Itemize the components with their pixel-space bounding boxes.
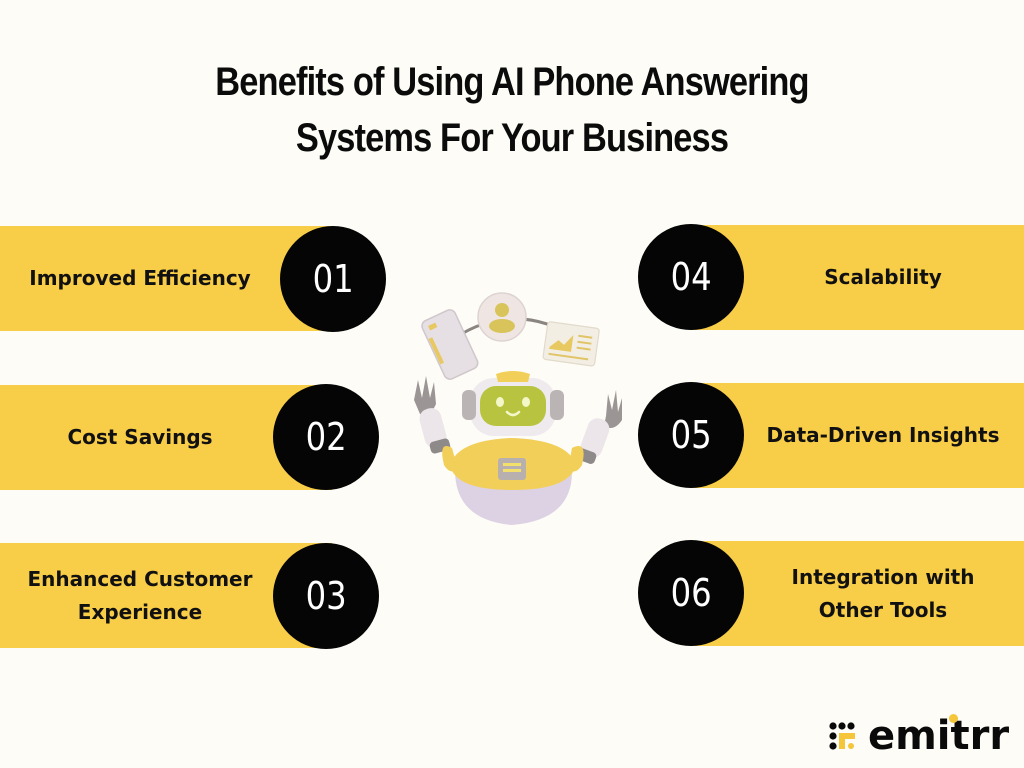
logo-i-dot-icon xyxy=(949,714,958,723)
benefit-label: Integration with Other Tools xyxy=(792,561,975,627)
benefit-number: 06 xyxy=(670,571,712,615)
title-line-1: Benefits of Using AI Phone Answering xyxy=(215,60,809,104)
benefit-number: 01 xyxy=(312,257,354,301)
robot-illustration xyxy=(400,290,630,530)
benefit-number-badge-05: 05 xyxy=(638,382,744,488)
page-title: Benefits of Using AI Phone Answering Sys… xyxy=(72,54,953,166)
robot-right-hand xyxy=(575,390,622,464)
benefit-label-line-2: Experience xyxy=(77,599,203,624)
benefit-number-badge-03: 03 xyxy=(273,543,379,649)
benefit-number: 02 xyxy=(305,415,347,459)
robot-left-hand xyxy=(414,376,451,454)
benefit-item-01: Improved Efficiency xyxy=(0,226,332,331)
benefit-number: 03 xyxy=(305,574,347,618)
benefit-item-06: Integration with Other Tools xyxy=(690,541,1024,646)
smartphone-icon xyxy=(421,309,479,380)
benefit-label-line-1: Enhanced Customer xyxy=(27,566,253,591)
user-avatar-icon xyxy=(477,292,527,342)
benefit-label-line-1: Integration with xyxy=(791,564,975,589)
benefit-number-badge-04: 04 xyxy=(638,224,744,330)
logo-wordmark: emitrr xyxy=(868,713,1010,759)
benefit-label: Enhanced Customer Experience xyxy=(28,563,253,629)
benefit-label: Scalability xyxy=(824,265,942,289)
benefit-number-badge-06: 06 xyxy=(638,540,744,646)
benefit-label-line-2: Other Tools xyxy=(818,597,948,622)
robot-illustration-icon xyxy=(414,292,622,525)
title-line-2: Systems For Your Business xyxy=(295,116,729,160)
benefit-number: 05 xyxy=(670,413,712,457)
benefit-item-03: Enhanced Customer Experience xyxy=(0,543,332,648)
emitrr-logo[interactable]: emitrr xyxy=(828,713,1010,759)
benefit-label: Cost Savings xyxy=(67,425,213,449)
benefit-item-05: Data-Driven Insights xyxy=(690,383,1024,488)
benefit-number: 04 xyxy=(670,255,712,299)
benefit-item-04: Scalability xyxy=(690,225,1024,330)
robot-head xyxy=(462,371,564,436)
analytics-card-icon xyxy=(542,321,600,367)
benefit-label: Improved Efficiency xyxy=(29,266,251,290)
benefit-number-badge-01: 01 xyxy=(280,226,386,332)
benefit-label: Data-Driven Insights xyxy=(766,423,1000,447)
benefit-number-badge-02: 02 xyxy=(273,384,379,490)
emitrr-dots-mark-icon xyxy=(829,722,855,750)
